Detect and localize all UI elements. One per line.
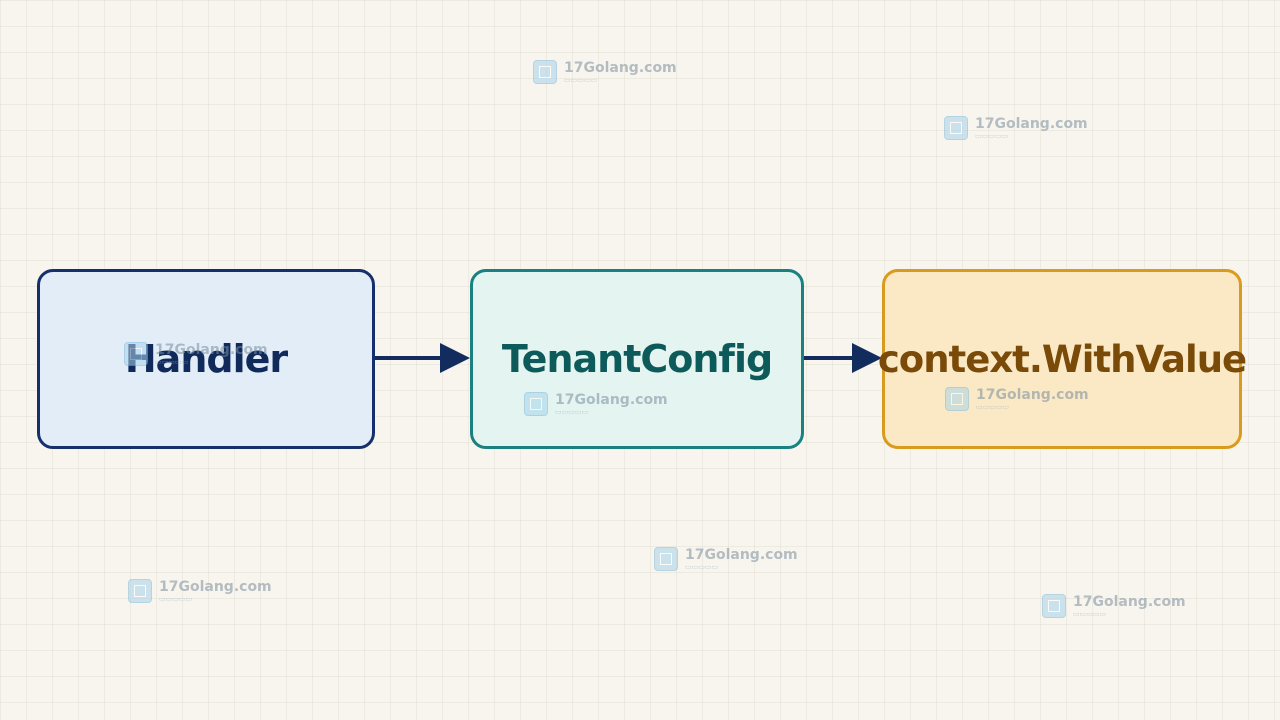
watermark-text: 17Golang.com	[159, 578, 272, 595]
watermark-text: 17Golang.com	[1073, 593, 1186, 610]
watermark-logo-icon	[654, 547, 678, 571]
watermark-subtext-icon: ▭▭▭▭▭	[564, 75, 598, 84]
node-tenantconfig: TenantConfig	[470, 269, 804, 449]
watermark: 17Golang.com▭▭▭▭▭	[1042, 594, 1186, 618]
watermark: 17Golang.com▭▭▭▭▭	[654, 547, 798, 571]
node-context-withvalue: context.WithValue	[878, 269, 1247, 449]
watermark-logo-icon	[944, 116, 968, 140]
watermark-logo-icon	[124, 342, 148, 366]
watermark-subtext-icon: ▭▭▭▭▭	[155, 357, 189, 366]
node-label: TenantConfig	[501, 337, 773, 381]
node-handler: Handler	[37, 269, 375, 449]
watermark-text: 17Golang.com	[564, 59, 677, 76]
watermark-subtext-icon: ▭▭▭▭▭	[159, 594, 193, 603]
watermark-subtext-icon: ▭▭▭▭▭	[976, 402, 1010, 411]
watermark-text: 17Golang.com	[976, 386, 1089, 403]
watermark-subtext-icon: ▭▭▭▭▭	[975, 131, 1009, 140]
watermark-text: 17Golang.com	[155, 341, 268, 358]
watermark: 17Golang.com▭▭▭▭▭	[944, 116, 1088, 140]
watermark: 17Golang.com▭▭▭▭▭	[533, 60, 677, 84]
watermark-subtext-icon: ▭▭▭▭▭	[555, 407, 589, 416]
watermark-subtext-icon: ▭▭▭▭▭	[685, 562, 719, 571]
watermark-logo-icon	[945, 387, 969, 411]
node-label: Handler	[124, 337, 288, 381]
watermark-logo-icon	[128, 579, 152, 603]
watermark-logo-icon	[533, 60, 557, 84]
watermark-logo-icon	[1042, 594, 1066, 618]
watermark: 17Golang.com▭▭▭▭▭	[945, 387, 1089, 411]
watermark-text: 17Golang.com	[555, 391, 668, 408]
watermark-text: 17Golang.com	[975, 115, 1088, 132]
arrowhead-icon	[440, 343, 470, 373]
watermark-text: 17Golang.com	[685, 546, 798, 563]
node-label: context.WithValue	[877, 337, 1247, 381]
edge-tenantconfig-to-context	[804, 343, 882, 373]
watermark-logo-icon	[524, 392, 548, 416]
watermark: 17Golang.com▭▭▭▭▭	[124, 342, 268, 366]
watermark-subtext-icon: ▭▭▭▭▭	[1073, 609, 1107, 618]
edge-handler-to-tenantconfig	[375, 343, 470, 373]
watermark: 17Golang.com▭▭▭▭▭	[524, 392, 668, 416]
watermark: 17Golang.com▭▭▭▭▭	[128, 579, 272, 603]
